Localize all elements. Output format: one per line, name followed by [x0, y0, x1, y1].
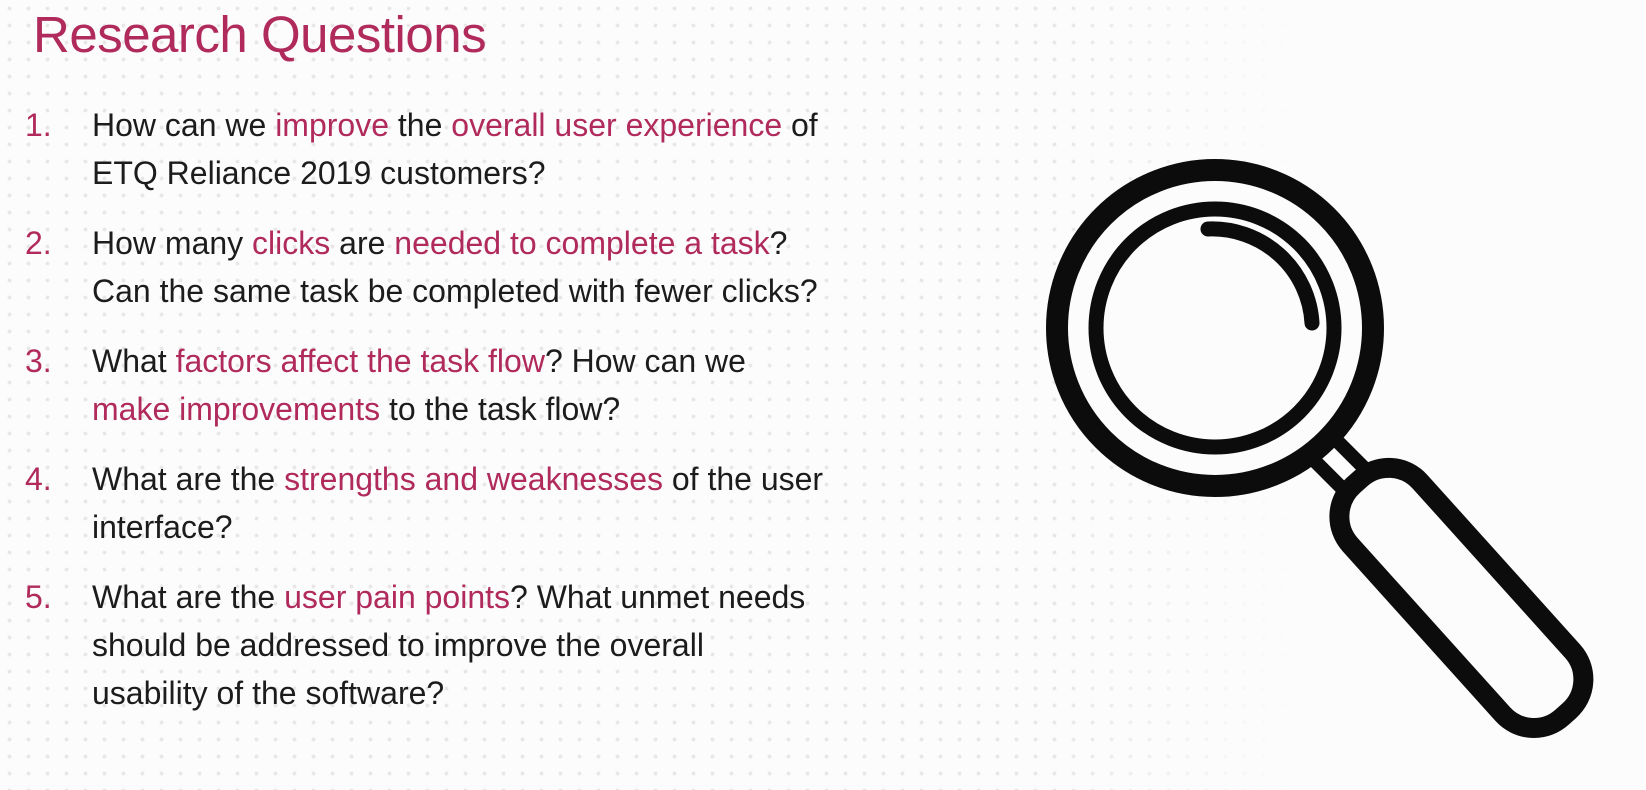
magnifying-glass-icon — [1046, 159, 1594, 738]
text-segment: overall user experience — [451, 106, 783, 143]
question-line: should be addressed to improve the overa… — [92, 621, 805, 669]
text-segment: ? How can we — [544, 342, 746, 379]
question-number: 1. — [25, 106, 52, 143]
question-number: 4. — [25, 460, 52, 497]
text-segment: are — [330, 224, 395, 261]
text-segment: usability of the software? — [92, 674, 445, 711]
text-segment: ? What unmet needs — [510, 578, 806, 615]
text-segment: of the user — [662, 460, 824, 497]
question-item: 4. What are the strengths and weaknesses … — [25, 455, 1646, 551]
question-line: interface? — [92, 503, 823, 551]
question-number: 3. — [25, 342, 52, 379]
question-item: 5. What are the user pain points? What un… — [25, 573, 1646, 717]
text-segment: What are the — [92, 460, 285, 497]
page-title: Research Questions — [33, 6, 487, 63]
text-segment: What are the — [92, 578, 285, 615]
question-line: usability of the software? — [92, 669, 805, 717]
question-line: Can the same task be completed with fewe… — [92, 267, 818, 315]
text-segment: clicks — [252, 224, 331, 261]
text-segment: strengths and weaknesses — [284, 460, 663, 497]
text-segment: How many — [92, 224, 253, 261]
question-line: make improvements to the task flow? — [92, 385, 746, 433]
question-text: How can we improve the overall user expe… — [92, 101, 818, 197]
question-line: What factors affect the task flow? How c… — [92, 337, 746, 385]
text-segment: user pain points — [284, 578, 511, 615]
text-segment: make improvements — [92, 390, 381, 427]
magnifier-lens-outer — [1046, 159, 1384, 497]
text-segment: of — [782, 106, 818, 143]
text-segment: ETQ Reliance 2019 customers? — [92, 154, 546, 191]
magnifier-lens-inner — [1088, 201, 1342, 455]
question-line: How many clicks are needed to complete a… — [92, 219, 818, 267]
text-segment: ? — [769, 224, 788, 261]
magnifier-handle — [1329, 457, 1594, 738]
question-text: What are the strengths and weaknesses of… — [92, 455, 823, 551]
question-line: How can we improve the overall user expe… — [92, 101, 818, 149]
text-segment: should be addressed to improve the overa… — [92, 626, 704, 663]
question-number: 2. — [25, 224, 52, 261]
text-segment: needed to complete a task — [394, 224, 770, 261]
text-segment: the — [389, 106, 452, 143]
question-text: What are the user pain points? What unme… — [92, 573, 805, 717]
question-item: 2. How many clicks are needed to complete… — [25, 219, 1646, 315]
text-segment: improve — [275, 106, 389, 143]
question-line: ETQ Reliance 2019 customers? — [92, 149, 818, 197]
text-segment: interface? — [92, 508, 233, 545]
question-text: How many clicks are needed to complete a… — [92, 219, 818, 315]
text-segment: to the task flow? — [380, 390, 621, 427]
question-line: What are the user pain points? What unme… — [92, 573, 805, 621]
magnifier-highlight — [1200, 221, 1320, 331]
question-number: 5. — [25, 578, 52, 615]
question-line: What are the strengths and weaknesses of… — [92, 455, 823, 503]
question-item: 1. How can we improve the overall user ex… — [25, 101, 1646, 197]
question-text: What factors affect the task flow? How c… — [92, 337, 746, 433]
text-segment: factors affect the task flow — [175, 342, 545, 379]
text-segment: How can we — [92, 106, 276, 143]
text-segment: What — [92, 342, 176, 379]
question-item: 3. What factors affect the task flow? How… — [25, 337, 1646, 433]
text-segment: Can the same task be completed with fewe… — [92, 272, 818, 309]
questions-list: 1. How can we improve the overall user ex… — [25, 101, 1646, 717]
